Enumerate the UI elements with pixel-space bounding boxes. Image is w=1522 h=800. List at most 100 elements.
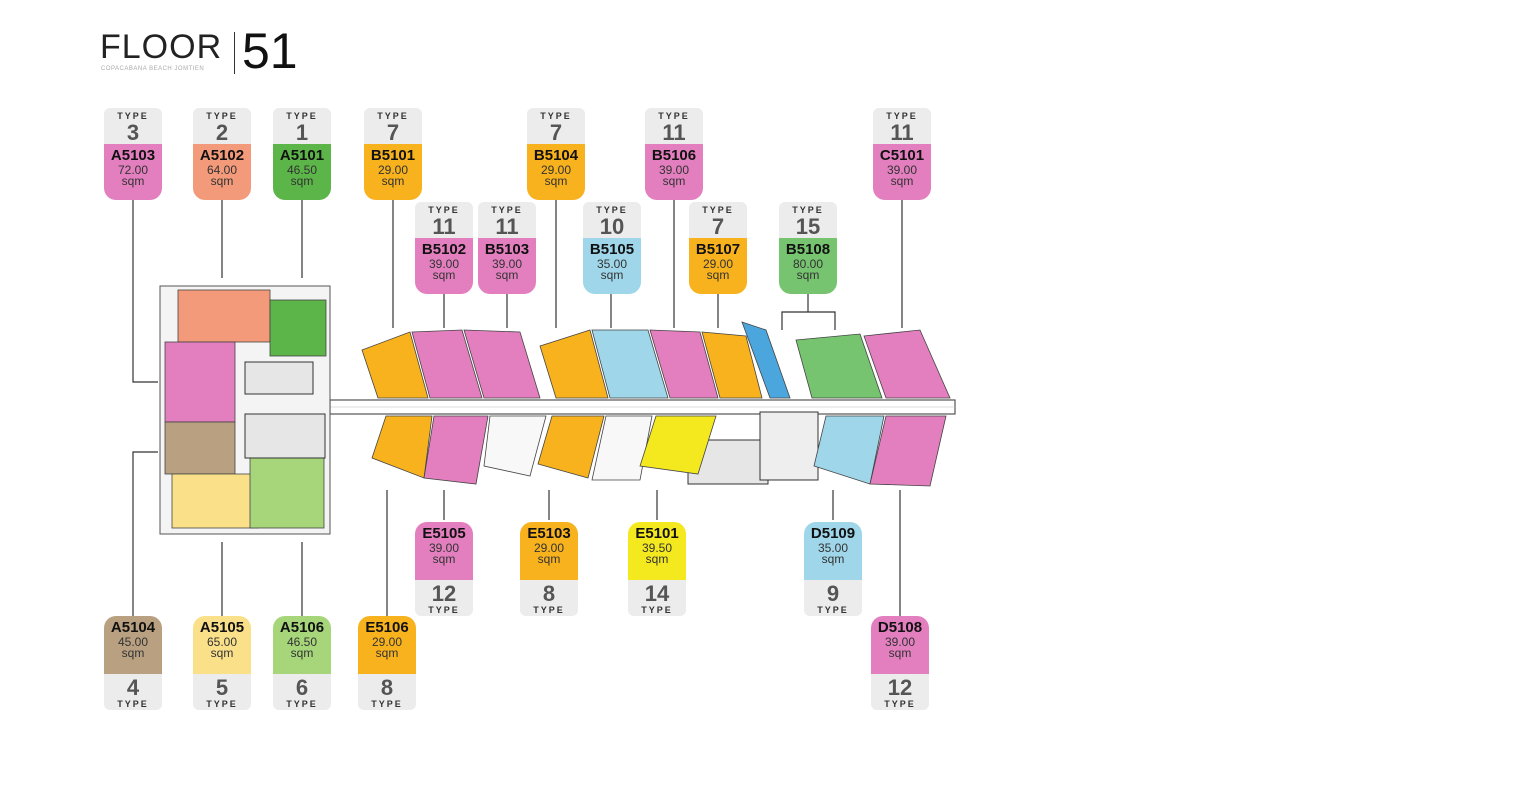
unit-area: 39.00 (886, 163, 918, 177)
type-word: TYPE (702, 205, 734, 215)
unit-e5105-plan (423, 415, 489, 485)
type-word: TYPE (117, 699, 149, 709)
unit-b5103-plan (463, 329, 541, 399)
area-unit: sqm (890, 174, 914, 188)
unit-code: C5101 (879, 147, 925, 164)
type-word: TYPE (596, 205, 628, 215)
type-word: TYPE (533, 605, 565, 615)
unit-area: 35.00 (596, 257, 628, 271)
unit-type-number: 1 (295, 120, 309, 145)
area-unit: sqm (544, 174, 568, 188)
unit-area: 39.00 (884, 635, 916, 649)
unit-type-number: 9 (826, 581, 840, 606)
unit-area: 65.00 (206, 635, 238, 649)
unit-code: B5107 (695, 241, 741, 258)
area-unit: sqm (706, 268, 730, 282)
unit-type-number: 3 (126, 120, 140, 145)
unit-b5101-plan (361, 331, 429, 399)
pool-plan (741, 321, 791, 399)
area-unit: sqm (375, 646, 399, 660)
type-word: TYPE (886, 111, 918, 121)
upper-wing-units (361, 321, 951, 399)
unit-code: D5108 (877, 619, 923, 636)
unit-a5104-plan (164, 421, 236, 475)
unit-area: 39.00 (428, 257, 460, 271)
unit-code: E5105 (422, 525, 466, 542)
type-word: TYPE (377, 111, 409, 121)
area-unit: sqm (432, 268, 456, 282)
void-plan-2 (591, 415, 653, 481)
type-word: TYPE (641, 605, 673, 615)
title-divider (234, 32, 235, 74)
area-unit: sqm (432, 552, 456, 566)
unit-a5102-plan (177, 289, 271, 343)
type-word: TYPE (817, 605, 849, 615)
unit-b5102-plan (411, 329, 483, 399)
area-unit: sqm (210, 646, 234, 660)
area-unit: sqm (537, 552, 561, 566)
unit-d5108-plan (869, 415, 947, 487)
unit-type-number: 7 (549, 120, 563, 145)
unit-area: 29.00 (377, 163, 409, 177)
area-unit: sqm (645, 552, 669, 566)
type-word: TYPE (371, 699, 403, 709)
unit-area: 80.00 (792, 257, 824, 271)
area-unit: sqm (821, 552, 845, 566)
unit-code: A5106 (279, 619, 325, 636)
lower-wing-units (371, 415, 947, 487)
unit-type-number: 2 (215, 120, 229, 145)
unit-type-number: 12 (431, 581, 457, 606)
unit-type-number: 11 (495, 214, 519, 239)
unit-area: 46.50 (286, 635, 318, 649)
unit-area: 29.00 (533, 541, 565, 555)
unit-type-number: 7 (386, 120, 400, 145)
unit-type-number: 14 (644, 581, 670, 606)
area-unit: sqm (662, 174, 686, 188)
unit-type-number: 7 (711, 214, 725, 239)
leader-b5108 (781, 311, 836, 330)
unit-type-number: 4 (126, 675, 140, 700)
area-unit: sqm (796, 268, 820, 282)
unit-b5104-plan (539, 329, 609, 399)
